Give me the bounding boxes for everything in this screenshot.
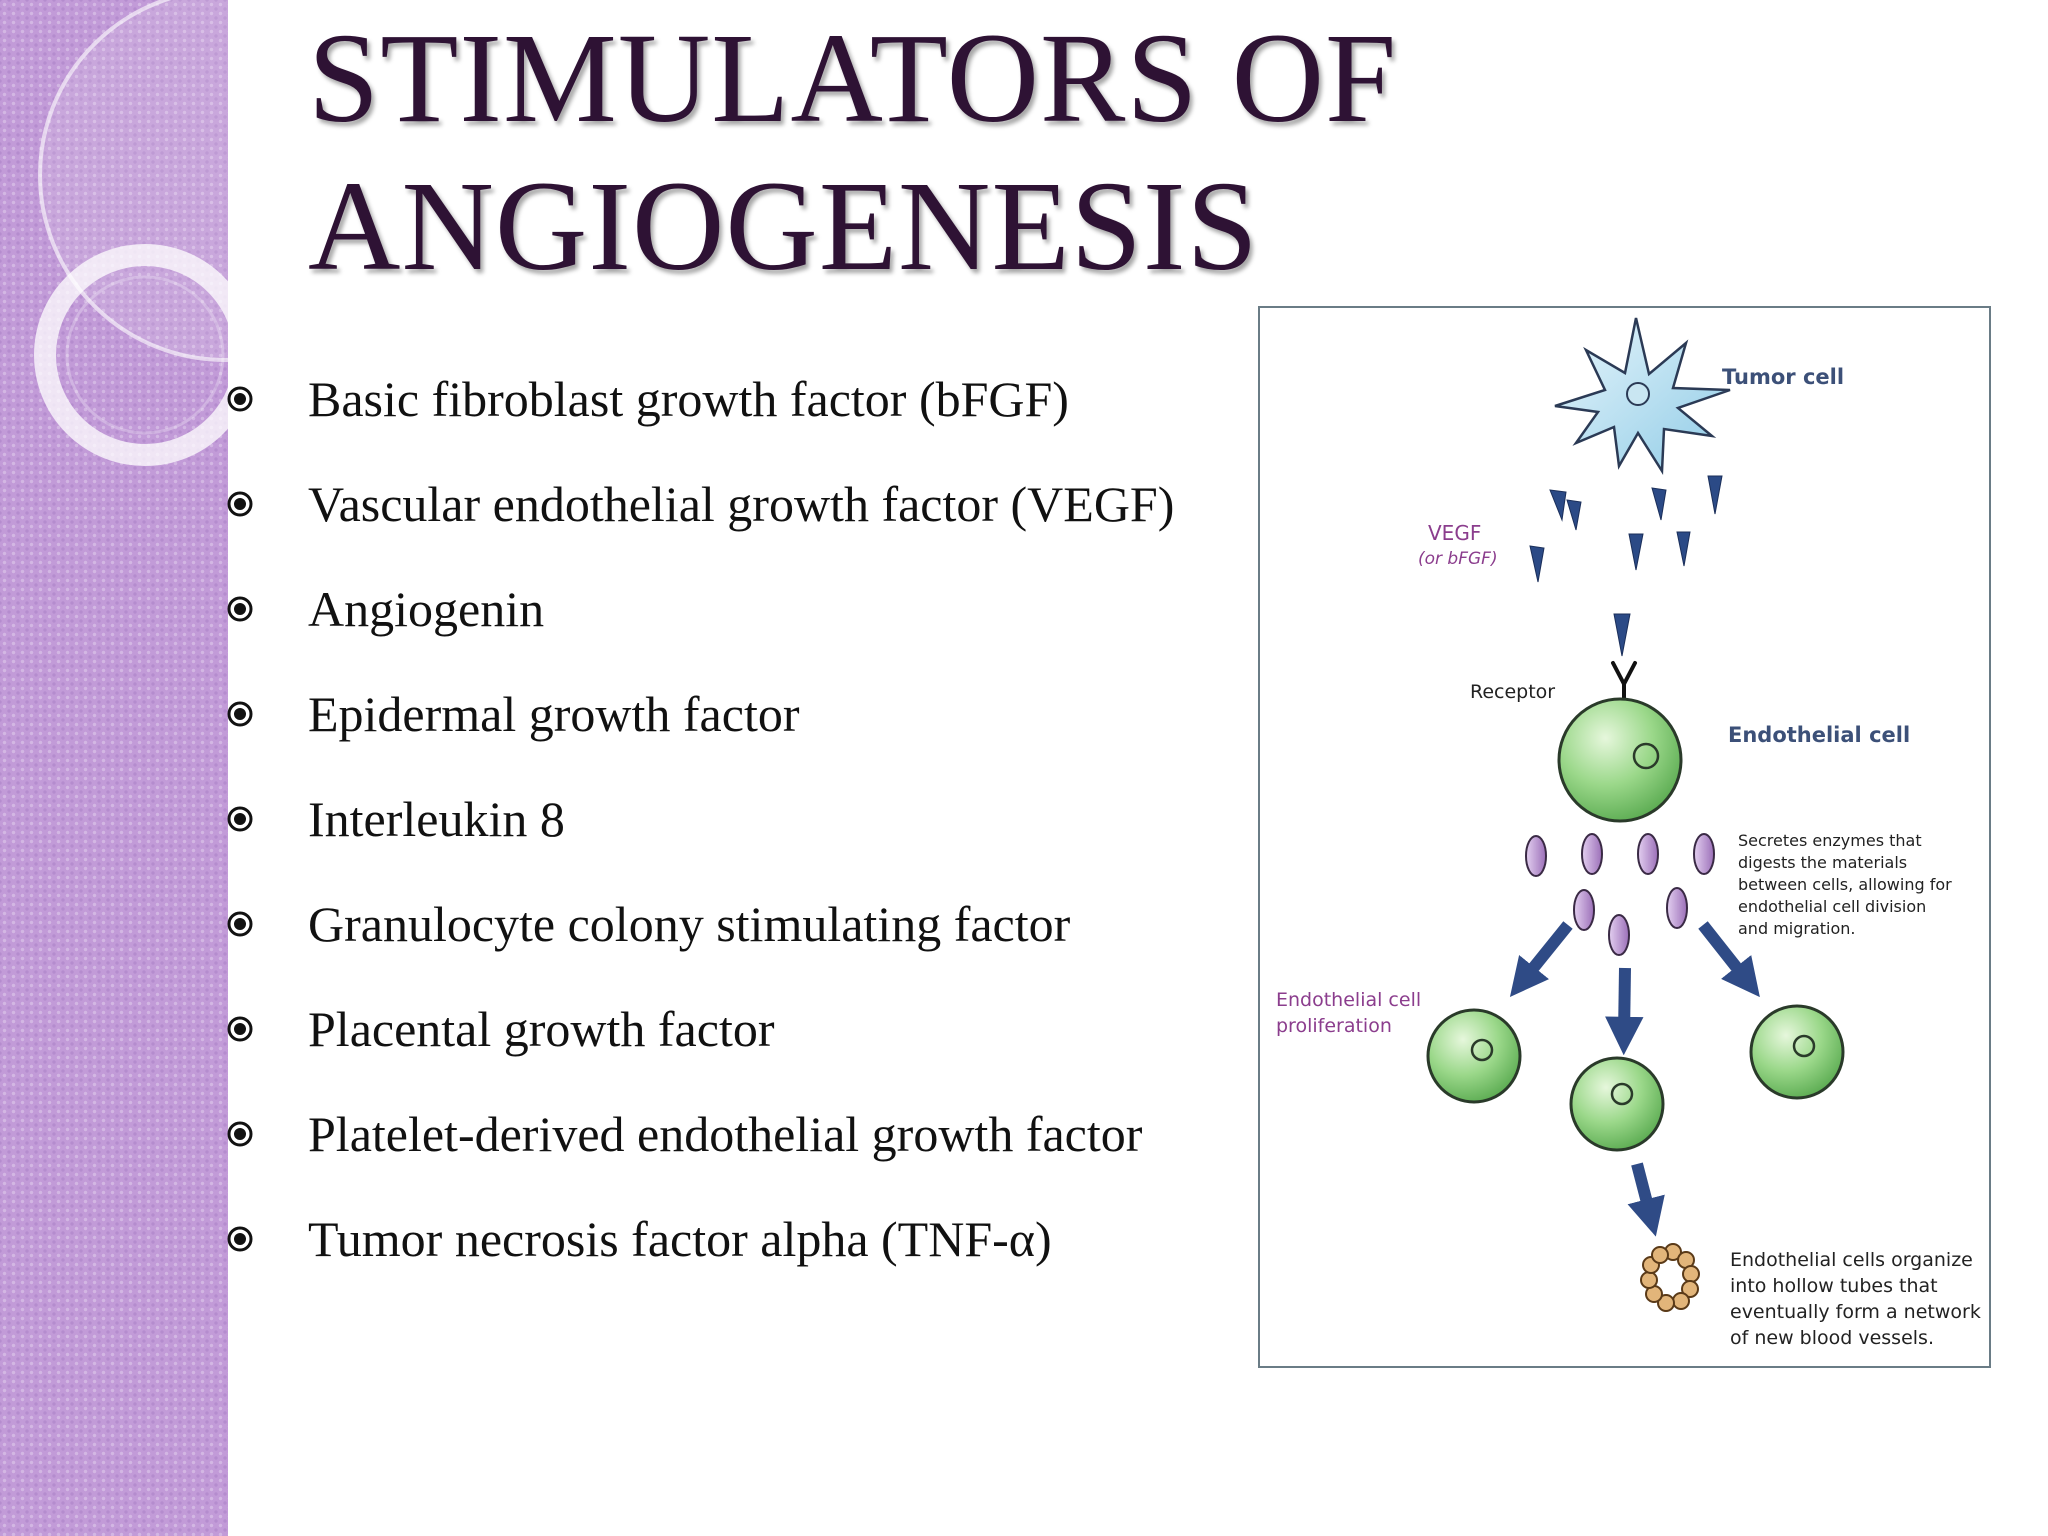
proliferation-line: Endothelial cell (1276, 989, 1421, 1011)
bullet-icon (227, 1016, 253, 1042)
bullet-icon (227, 491, 253, 517)
title-line-1: STIMULATORS OF (308, 7, 1398, 149)
list-item-text: Platelet-derived endothelial growth fact… (308, 1106, 1143, 1162)
arrow-right (1698, 921, 1760, 998)
angiogenesis-diagram: Tumor cell VEGF (or bFGF) Receptor Endot… (1258, 306, 1991, 1368)
list-item-text: Tumor necrosis factor alpha (TNF-α) (308, 1211, 1052, 1267)
list-item-text: Epidermal growth factor (308, 686, 800, 742)
bullet-icon (227, 1226, 253, 1252)
arrow-left (1509, 921, 1573, 997)
bullet-icon (227, 701, 253, 727)
secretes-line: endothelial cell division (1738, 897, 1926, 916)
title-line-2: ANGIOGENESIS (308, 155, 1259, 297)
bullet-icon (227, 596, 253, 622)
blood-vessel-tube-icon (1640, 1243, 1700, 1312)
arrow-down (1605, 967, 1644, 1056)
proliferated-cell-icon (1426, 1008, 1522, 1104)
bullet-icon (227, 911, 253, 937)
list-item: Vascular endothelial growth factor (VEGF… (218, 471, 1174, 576)
tumor-cell-label: Tumor cell (1722, 365, 1844, 389)
arrow-tube (1627, 1162, 1665, 1237)
list-item: Epidermal growth factor (218, 681, 1174, 786)
arrows (1509, 921, 1760, 1237)
proliferation-label: Endothelial cell proliferation (1276, 989, 1421, 1037)
vegf-label: VEGF (1428, 521, 1481, 545)
secretes-line: and migration. (1738, 919, 1856, 938)
bullet-icon (227, 1121, 253, 1147)
receptor-label: Receptor (1470, 681, 1555, 703)
proliferation-line: proliferation (1276, 1015, 1392, 1037)
proliferated-cell-icon (1749, 1004, 1845, 1100)
list-item-text: Interleukin 8 (308, 791, 565, 847)
list-item: Interleukin 8 (218, 786, 1174, 891)
list-item-text: Granulocyte colony stimulating factor (308, 896, 1071, 952)
decorative-sidebar (0, 0, 228, 1536)
organize-line: Endothelial cells organize (1730, 1249, 1973, 1271)
list-item: Placental growth factor (218, 996, 1174, 1101)
organize-line: into hollow tubes that (1730, 1275, 1938, 1297)
organize-line: of new blood vessels. (1730, 1327, 1934, 1349)
bullet-icon (227, 386, 253, 412)
endothelial-cell-icon (1557, 697, 1683, 823)
organize-line: eventually form a network (1730, 1301, 1981, 1323)
list-item: Tumor necrosis factor alpha (TNF-α) (218, 1206, 1174, 1311)
secretes-text: Secretes enzymes that digests the materi… (1738, 831, 1952, 938)
list-item-text: Angiogenin (308, 581, 545, 637)
receptor-icon (1611, 661, 1637, 702)
bullet-icon (227, 806, 253, 832)
list-item-text: Placental growth factor (308, 1001, 775, 1057)
enzyme-markers (1525, 833, 1715, 956)
list-item: Basic fibroblast growth factor (bFGF) (218, 366, 1174, 471)
list-item-text: Vascular endothelial growth factor (VEGF… (308, 476, 1175, 532)
endothelial-cell-label: Endothelial cell (1728, 723, 1910, 747)
proliferated-cell-icon (1569, 1056, 1665, 1152)
diagram-canvas: Tumor cell VEGF (or bFGF) Receptor Endot… (1276, 317, 1981, 1349)
list-item: Granulocyte colony stimulating factor (218, 891, 1174, 996)
slide-title: STIMULATORS OF ANGIOGENESIS (308, 4, 1397, 300)
stimulator-list: Basic fibroblast growth factor (bFGF) Va… (218, 366, 1174, 1311)
secretes-line: between cells, allowing for (1738, 875, 1952, 894)
vegf-alt-label: (or bFGF) (1418, 549, 1498, 569)
organize-text: Endothelial cells organize into hollow t… (1730, 1249, 1981, 1349)
secretes-line: digests the materials (1738, 853, 1907, 872)
secretes-line: Secretes enzymes that (1738, 831, 1922, 850)
tumor-cell-icon (1554, 317, 1731, 476)
vegf-markers (1529, 475, 1723, 657)
list-item: Angiogenin (218, 576, 1174, 681)
list-item-text: Basic fibroblast growth factor (bFGF) (308, 371, 1069, 427)
list-item: Platelet-derived endothelial growth fact… (218, 1101, 1174, 1206)
